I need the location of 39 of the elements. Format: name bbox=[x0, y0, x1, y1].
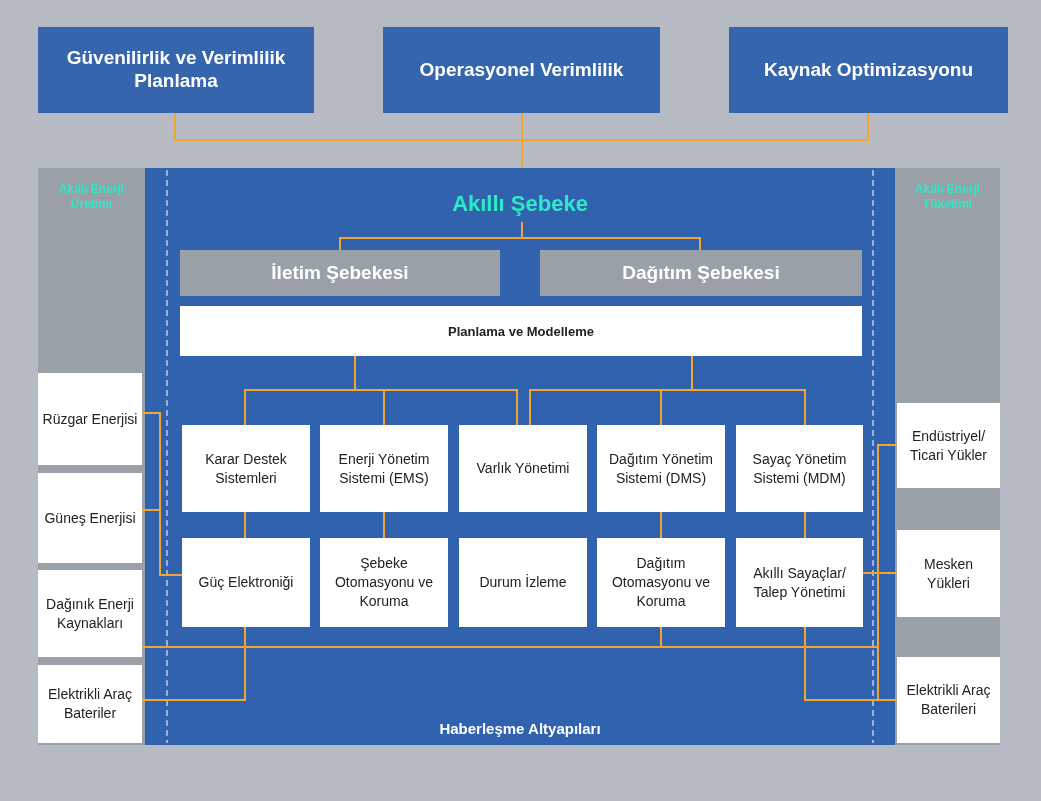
system-box: Sayaç Yönetim Sistemi (MDM) bbox=[736, 425, 863, 512]
goal-box: Operasyonel Verimlilik bbox=[383, 27, 660, 113]
source-box: Güneş Enerjisi bbox=[38, 473, 142, 563]
network-bar: Dağıtım Şebekesi bbox=[540, 250, 862, 296]
consumption-column bbox=[895, 168, 1000, 745]
goal-box: Kaynak Optimizasyonu bbox=[729, 27, 1008, 113]
system-box: Güç Elektroniği bbox=[182, 538, 310, 627]
connector-line bbox=[383, 511, 385, 539]
planning-box: Planlama ve Modelleme bbox=[180, 306, 862, 356]
connector-line bbox=[521, 221, 701, 251]
connector-line bbox=[244, 626, 662, 648]
network-bar: İletim Şebekesi bbox=[180, 250, 500, 296]
system-box: Varlık Yönetimi bbox=[459, 425, 587, 512]
system-box: Karar Destek Sistemleri bbox=[182, 425, 310, 512]
load-box: Mesken Yükleri bbox=[897, 530, 1000, 617]
system-box: Durum İzleme bbox=[459, 538, 587, 627]
load-box: Elektrikli Araç Baterileri bbox=[897, 657, 1000, 743]
load-box: Endüstriyel/ Ticari Yükler bbox=[897, 403, 1000, 488]
connector-line bbox=[877, 444, 898, 701]
panel-title: Akıllı Şebeke bbox=[420, 186, 620, 222]
connector-line bbox=[660, 511, 662, 539]
system-box: Şebeke Otomasyonu ve Koruma bbox=[320, 538, 448, 627]
system-box: Enerji Yönetim Sistemi (EMS) bbox=[320, 425, 448, 512]
connector-line bbox=[354, 355, 518, 426]
panel-footer-label: Haberleşme Altyapıları bbox=[438, 720, 602, 737]
system-box: Dağıtım Otomasyonu ve Koruma bbox=[597, 538, 725, 627]
system-box: Akıllı Sayaçlar/ Talep Yönetimi bbox=[736, 538, 863, 627]
connector-line bbox=[244, 511, 246, 539]
column-heading: Akıllı Enerji Tüketimi bbox=[913, 182, 982, 212]
goal-box: Güvenilirlik ve Verimlilik Planlama bbox=[38, 27, 314, 113]
connector-line bbox=[691, 355, 806, 426]
source-box: Rüzgar Enerjisi bbox=[38, 373, 142, 465]
generation-column bbox=[38, 168, 145, 745]
source-box: Dağınık Enerji Kaynakları bbox=[38, 570, 142, 657]
system-box: Dağıtım Yönetim Sistemi (DMS) bbox=[597, 425, 725, 512]
smart-grid-panel bbox=[145, 168, 895, 745]
connector-line bbox=[804, 511, 806, 539]
source-box: Elektrikli Araç Bateriler bbox=[38, 665, 142, 743]
column-heading: Akıllı Enerji Üretimi bbox=[57, 182, 126, 212]
